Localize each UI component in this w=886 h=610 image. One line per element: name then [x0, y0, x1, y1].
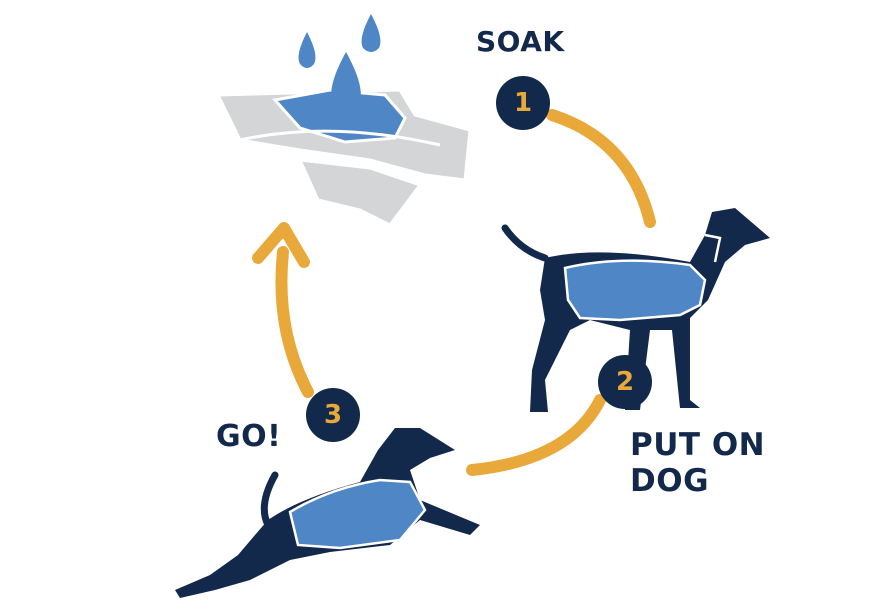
step-3-badge: 3	[306, 388, 360, 442]
arrowhead-icon	[252, 222, 310, 268]
water-drops-icon	[298, 14, 381, 111]
step-3-label: GO!	[216, 419, 282, 454]
arrow-arc-1-to-2	[546, 109, 656, 228]
running-dog-with-vest	[175, 428, 480, 598]
arrow-arc-2-to-3	[466, 394, 606, 476]
step-3-number: 3	[323, 400, 343, 430]
step-2-number: 2	[615, 367, 635, 397]
wet-vest-icon	[215, 88, 472, 227]
arrow-arc-3-to-1	[275, 246, 314, 398]
step-2-label: PUT ON DOG	[630, 427, 766, 499]
step-1-badge: 1	[496, 76, 550, 130]
step-2-label-line2: DOG	[630, 462, 710, 499]
standing-dog-with-vest	[501, 208, 770, 412]
step-2-label-line1: PUT ON	[630, 427, 766, 463]
step-2-badge: 2	[598, 355, 652, 409]
step-1-label: SOAK	[476, 25, 565, 58]
step-1-number: 1	[513, 88, 533, 118]
